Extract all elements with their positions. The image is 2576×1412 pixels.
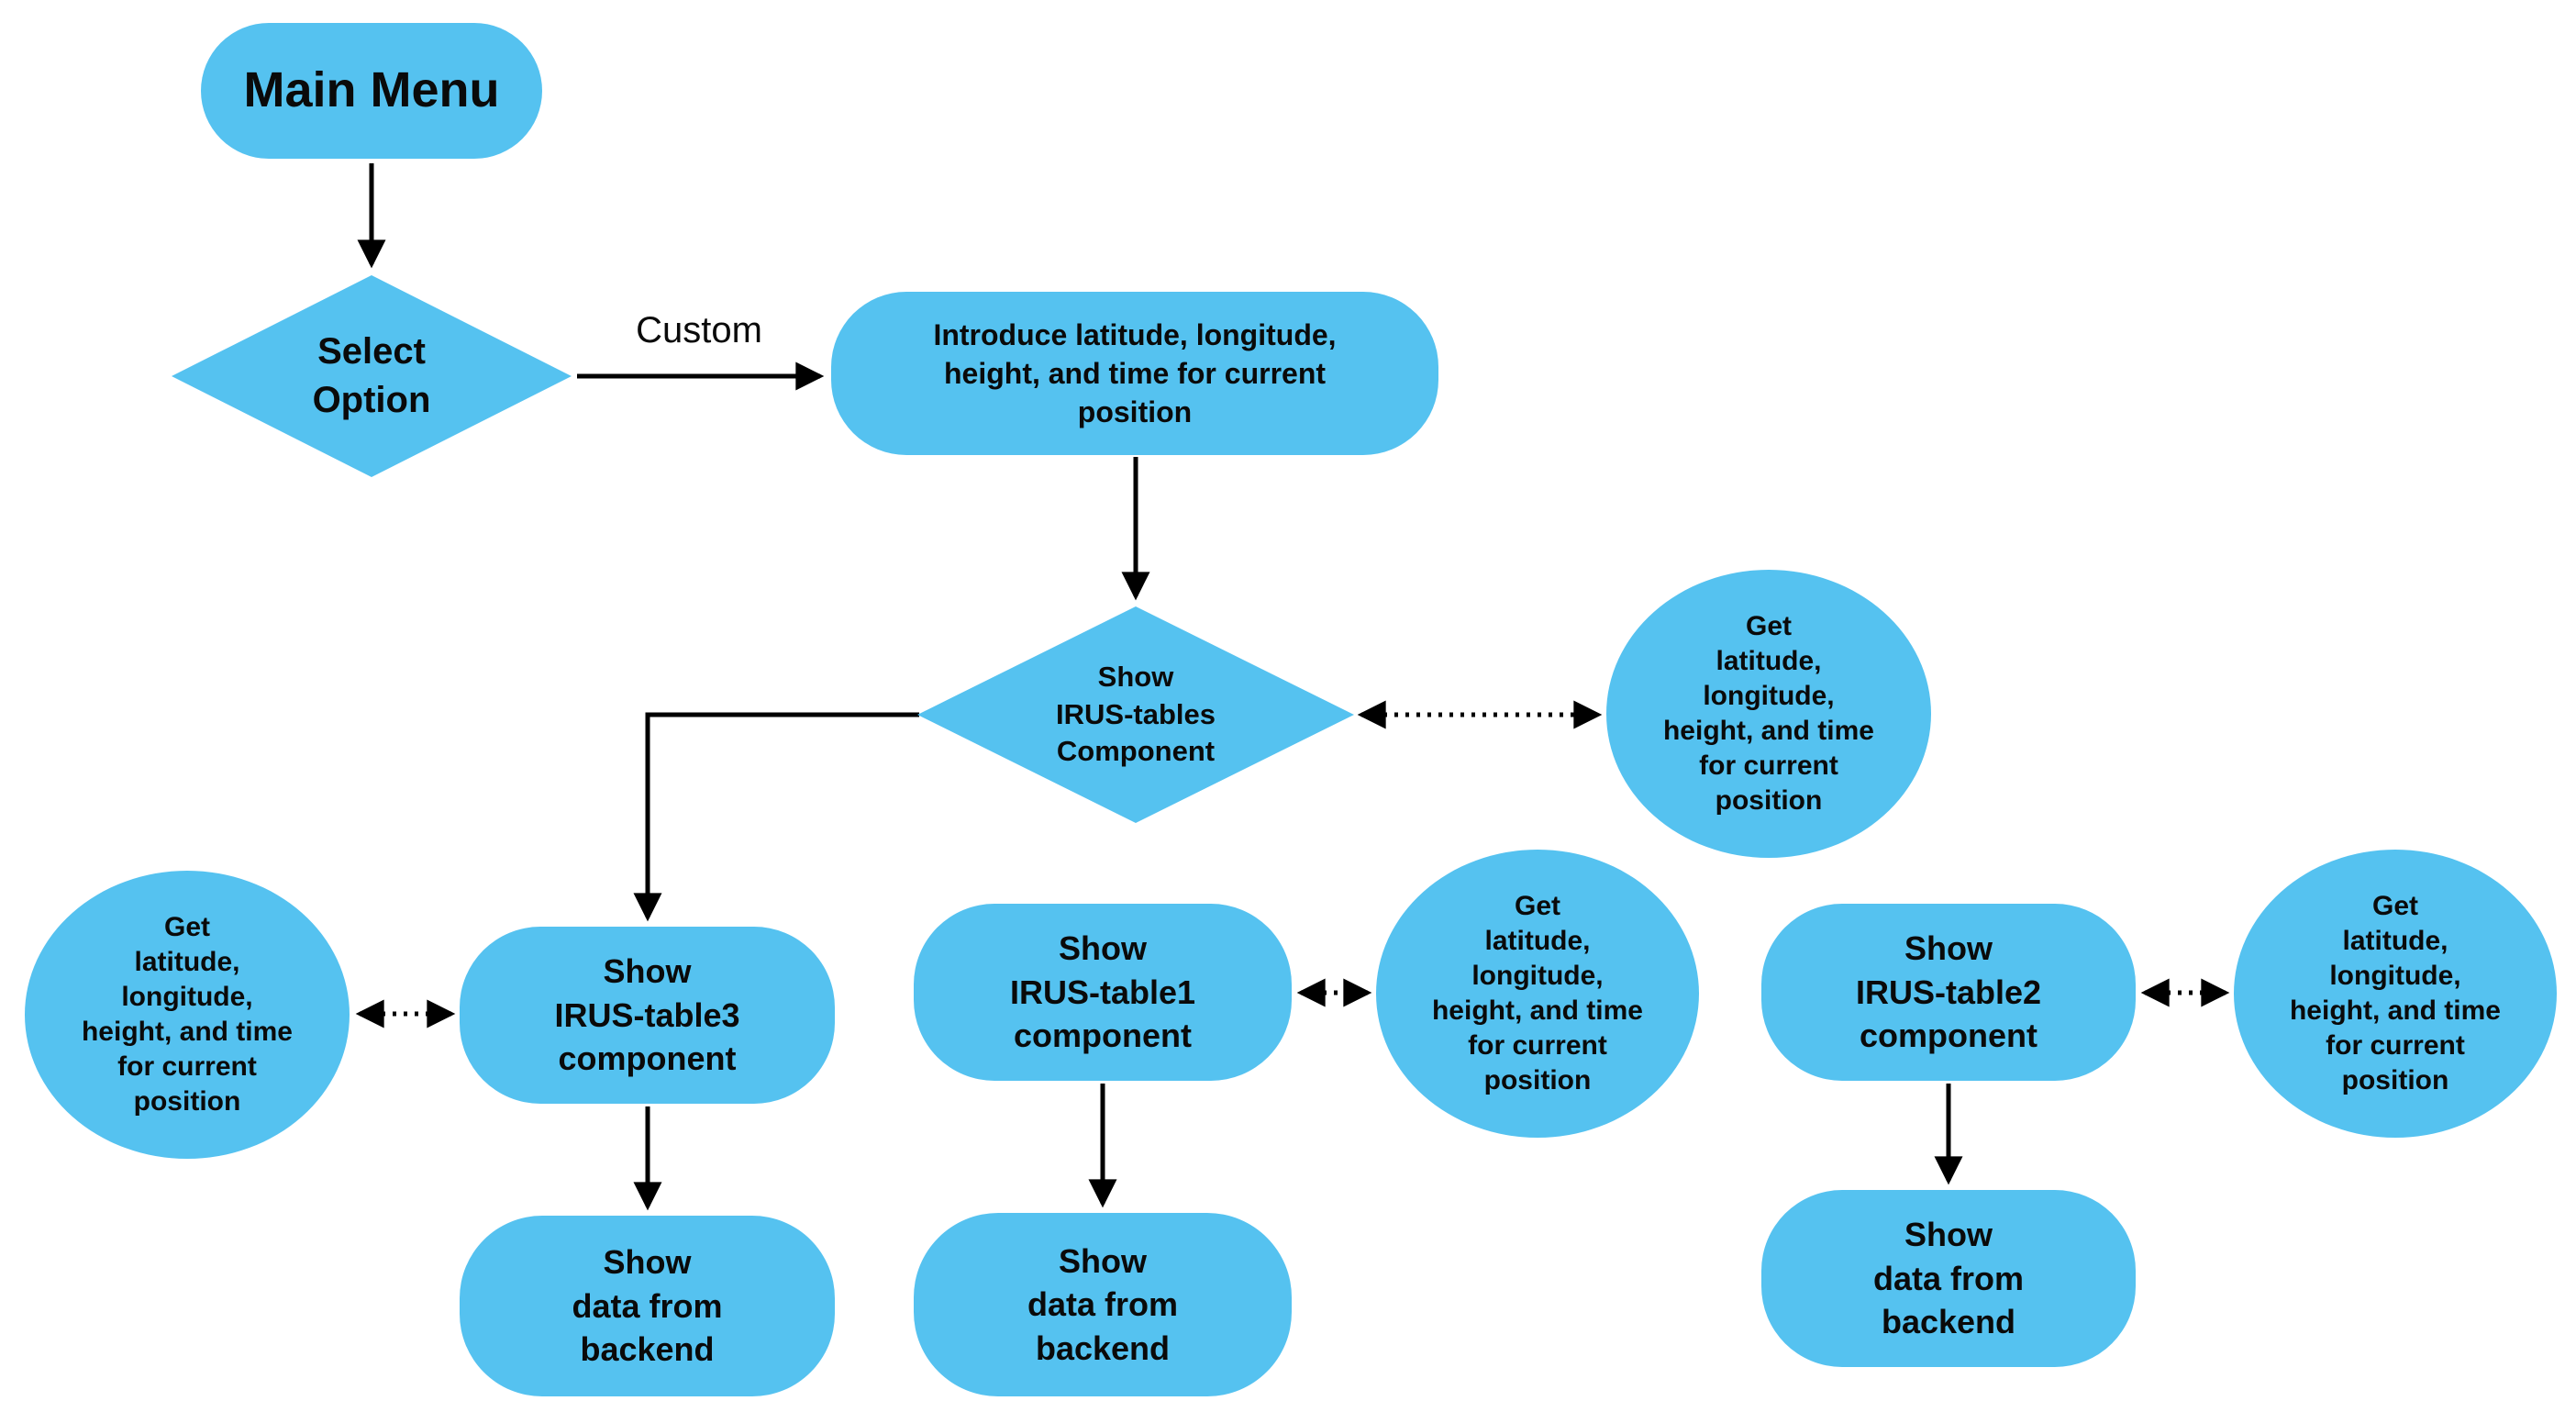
- node-select-option-label: Select Option: [312, 331, 431, 420]
- edge-label-custom: Custom: [636, 310, 762, 350]
- node-get-position-middle: Get latitude, longitude, height, and tim…: [1376, 850, 1699, 1138]
- node-get-position-middle-label: Get latitude, longitude, height, and tim…: [1431, 890, 1643, 1096]
- node-main-menu: Main Menu: [201, 23, 542, 159]
- node-get-position-right-label: Get latitude, longitude, height, and tim…: [2289, 890, 2501, 1096]
- node-show-data-backend-right-label: Show data from backend: [1872, 1216, 2025, 1341]
- node-show-irus-table2-label: Show IRUS-table2 component: [1855, 929, 2042, 1055]
- node-show-irus-table3: Show IRUS-table3 component: [460, 927, 835, 1104]
- edge-show-irus-tables-to-table3: [633, 712, 919, 922]
- node-introduce-position-label: Introduce latitude, longitude, height, a…: [933, 317, 1337, 429]
- node-show-irus-table1: Show IRUS-table1 component: [914, 904, 1292, 1081]
- node-select-option: Select Option: [172, 275, 572, 477]
- node-get-position-left-label: Get latitude, longitude, height, and tim…: [81, 911, 293, 1117]
- node-show-irus-table1-label: Show IRUS-table1 component: [1009, 929, 1196, 1055]
- node-show-irus-tables: Show IRUS-tables Component: [917, 606, 1354, 823]
- node-show-data-backend-left: Show data from backend: [460, 1216, 835, 1396]
- node-show-data-backend-middle: Show data from backend: [914, 1213, 1292, 1396]
- node-show-irus-table3-label: Show IRUS-table3 component: [554, 952, 740, 1078]
- node-introduce-position: Introduce latitude, longitude, height, a…: [831, 292, 1438, 455]
- node-get-position-left: Get latitude, longitude, height, and tim…: [25, 871, 350, 1159]
- node-get-position-top-right: Get latitude, longitude, height, and tim…: [1606, 570, 1931, 858]
- node-show-data-backend-right: Show data from backend: [1761, 1190, 2136, 1367]
- node-get-position-top-right-label: Get latitude, longitude, height, and tim…: [1662, 610, 1874, 817]
- node-show-irus-tables-label: Show IRUS-tables Component: [1056, 660, 1216, 768]
- node-main-menu-label: Main Menu: [243, 62, 500, 118]
- node-show-data-backend-middle-label: Show data from backend: [1027, 1241, 1179, 1367]
- node-show-data-backend-left-label: Show data from backend: [572, 1243, 723, 1369]
- node-show-irus-table2: Show IRUS-table2 component: [1761, 904, 2136, 1081]
- node-get-position-right: Get latitude, longitude, height, and tim…: [2234, 850, 2557, 1138]
